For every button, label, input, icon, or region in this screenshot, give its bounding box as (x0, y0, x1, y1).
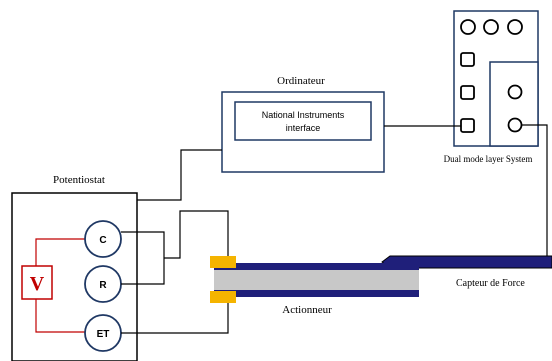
force-sensor-rod (381, 255, 552, 269)
knob-3 (507, 19, 523, 35)
clamp-top (210, 256, 236, 268)
electrode-c-label: C (99, 235, 106, 246)
potentiostat-label: Potentiostat (53, 174, 105, 186)
electrode-c (84, 220, 122, 258)
clamp-bottom (210, 291, 236, 303)
knob-1 (460, 19, 476, 35)
actionneur-label: Actionneur (282, 304, 332, 316)
electrode-et-label: ET (97, 329, 110, 340)
connector-1 (507, 84, 523, 100)
actuator-beam-inner (214, 270, 419, 290)
port-3 (460, 118, 475, 133)
ni-interface-line1: National Instruments (262, 110, 345, 120)
voltmeter-label: V (30, 273, 45, 295)
capteur-label: Capteur de Force (456, 278, 525, 289)
electrode-r-label: R (99, 280, 107, 291)
port-1 (460, 52, 475, 67)
ni-interface-box (234, 101, 372, 141)
ni-interface-line2: interface (286, 123, 321, 133)
port-2 (460, 85, 475, 100)
connector-2 (507, 117, 523, 133)
wire-dualmode-sensor (521, 124, 548, 258)
red-wire-top (35, 238, 85, 266)
knob-2 (483, 19, 499, 35)
dual-mode-subpanel (489, 61, 539, 147)
ordinateur-label: Ordinateur (277, 75, 325, 87)
red-wire-bottom (35, 299, 85, 333)
wire-et-to-clamp-bottom (121, 301, 229, 334)
wire-computer-potentiostat (137, 149, 222, 201)
voltmeter-box (21, 265, 53, 300)
wire-bridge-to-clamp-top (164, 210, 229, 259)
dual-mode-label: Dual mode layer System (444, 154, 533, 164)
